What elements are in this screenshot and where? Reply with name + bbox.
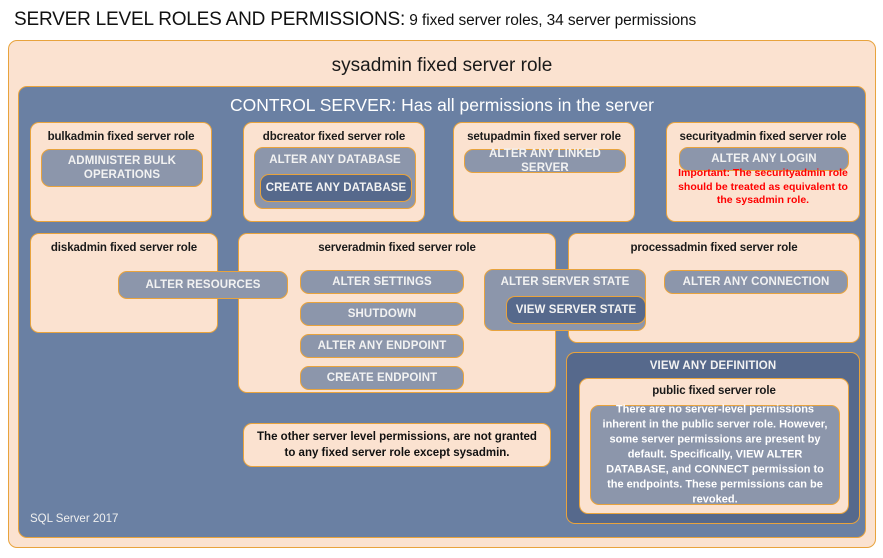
public-role-description: There are no server-level permissions in…: [602, 403, 828, 506]
role-box-serveradmin: serveradmin fixed server role ALTER SETT…: [238, 233, 556, 393]
footer-version-label: SQL Server 2017: [30, 513, 119, 525]
role-title-diskadmin: diskadmin fixed server role: [50, 242, 198, 254]
other-permissions-note-text: The other server level permissions, are …: [257, 431, 537, 459]
role-box-securityadmin: securityadmin fixed server role ALTER AN…: [666, 122, 860, 222]
sysadmin-role-label: sysadmin fixed server role: [331, 55, 553, 76]
permission-alter-any-endpoint[interactable]: ALTER ANY ENDPOINT: [300, 334, 464, 358]
role-title-bulkadmin: bulkadmin fixed server role: [47, 131, 195, 143]
permission-label: ALTER ANY DATABASE: [269, 154, 401, 166]
permission-alter-resources[interactable]: ALTER RESOURCES: [118, 271, 288, 299]
permission-label: ALTER ANY CONNECTION: [682, 276, 830, 288]
page-title-sub: 9 fixed server roles, 34 server permissi…: [405, 12, 697, 29]
permission-label: ALTER ANY LINKED SERVER: [489, 148, 601, 174]
role-box-dbcreator: dbcreator fixed server role ALTER ANY DA…: [243, 122, 425, 222]
permission-create-any-database[interactable]: CREATE ANY DATABASE: [260, 174, 412, 202]
page-title-main: SERVER LEVEL ROLES AND PERMISSIONS:: [14, 9, 406, 30]
role-title-serveradmin: serveradmin fixed server role: [318, 242, 476, 254]
permission-administer-bulk-operations[interactable]: ADMINISTER BULK OPERATIONS: [41, 149, 203, 187]
other-permissions-note: The other server level permissions, are …: [243, 423, 551, 467]
role-title-processadmin: processadmin fixed server role: [630, 242, 798, 254]
permission-label: ADMINISTER BULK OPERATIONS: [67, 155, 177, 181]
role-box-public: public fixed server role There are no se…: [579, 378, 849, 514]
permission-alter-settings[interactable]: ALTER SETTINGS: [300, 270, 464, 294]
role-title-setupadmin: setupadmin fixed server role: [467, 131, 621, 143]
permission-alter-any-linked-server[interactable]: ALTER ANY LINKED SERVER: [464, 148, 626, 174]
role-title-public: public fixed server role: [652, 385, 776, 397]
permission-view-any-definition[interactable]: VIEW ANY DEFINITION public fixed server …: [566, 352, 860, 524]
permission-label: VIEW ANY DEFINITION: [649, 360, 777, 372]
permission-label: ALTER ANY ENDPOINT: [317, 340, 447, 352]
permission-alter-server-state[interactable]: ALTER SERVER STATE VIEW SERVER STATE: [484, 269, 646, 331]
permission-create-endpoint[interactable]: CREATE ENDPOINT: [300, 366, 464, 390]
permission-alter-any-database[interactable]: ALTER ANY DATABASE CREATE ANY DATABASE: [254, 147, 416, 209]
permission-alter-any-connection[interactable]: ALTER ANY CONNECTION: [664, 270, 848, 294]
permission-label: ALTER ANY LOGIN: [711, 153, 817, 165]
role-box-bulkadmin: bulkadmin fixed server role ADMINISTER B…: [30, 122, 212, 222]
securityadmin-warning-note: Important: The securityadmin role should…: [678, 167, 848, 206]
role-box-setupadmin: setupadmin fixed server role ALTER ANY L…: [453, 122, 635, 222]
control-server-label: CONTROL SERVER: Has all permissions in t…: [229, 95, 655, 115]
permission-label: CREATE ANY DATABASE: [265, 182, 407, 194]
permission-label: VIEW SERVER STATE: [515, 304, 637, 316]
permission-alter-any-login[interactable]: ALTER ANY LOGIN: [679, 147, 849, 171]
permission-view-server-state[interactable]: VIEW SERVER STATE: [506, 296, 646, 324]
permission-label: SHUTDOWN: [347, 308, 417, 320]
public-role-description-box: There are no server-level permissions in…: [590, 403, 840, 506]
role-title-securityadmin: securityadmin fixed server role: [679, 131, 847, 143]
page-title: SERVER LEVEL ROLES AND PERMISSIONS: 9 fi…: [14, 9, 874, 35]
permission-label: CREATE ENDPOINT: [326, 372, 438, 384]
permission-label: ALTER SERVER STATE: [500, 276, 630, 288]
permission-shutdown[interactable]: SHUTDOWN: [300, 302, 464, 326]
permission-label: ALTER RESOURCES: [145, 279, 261, 291]
role-title-dbcreator: dbcreator fixed server role: [262, 131, 406, 143]
permission-label: ALTER SETTINGS: [332, 276, 432, 288]
